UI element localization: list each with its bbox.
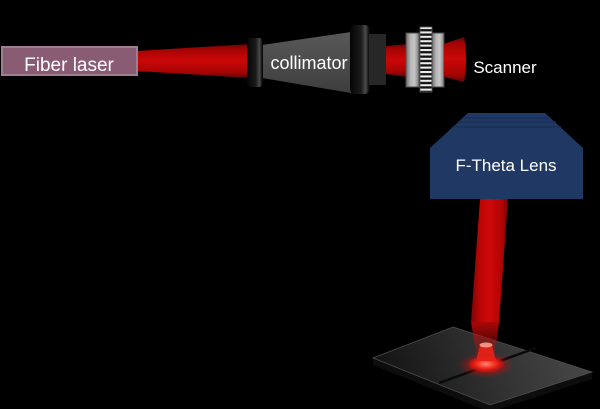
laser-plume bbox=[476, 345, 496, 361]
fiber-laser-box bbox=[1, 46, 138, 76]
collimator-label: collimator bbox=[270, 53, 347, 73]
laser-plume-tip bbox=[479, 342, 493, 348]
scanner-label: Scanner bbox=[473, 58, 537, 77]
collimator-body bbox=[262, 32, 351, 93]
f-theta-lens-body bbox=[430, 113, 583, 199]
collimator-mount-right bbox=[350, 25, 370, 94]
work-surface-edge bbox=[373, 358, 592, 409]
scanner-output-beam bbox=[444, 37, 466, 82]
laser-beam-fiber-to-collimator bbox=[137, 44, 250, 78]
collimator-adapter-block bbox=[369, 34, 386, 85]
scanner-plate-right bbox=[431, 32, 445, 88]
focused-laser-beam bbox=[471, 199, 508, 322]
scanner-grating bbox=[419, 26, 433, 93]
scanner-plate-left bbox=[405, 32, 420, 88]
collimator-mount-left bbox=[247, 38, 263, 87]
laser-beam-collimator-to-scanner bbox=[386, 44, 407, 77]
fiber-laser-label: Fiber laser bbox=[24, 55, 114, 76]
f-theta-lens-label: F-Theta Lens bbox=[455, 156, 556, 175]
